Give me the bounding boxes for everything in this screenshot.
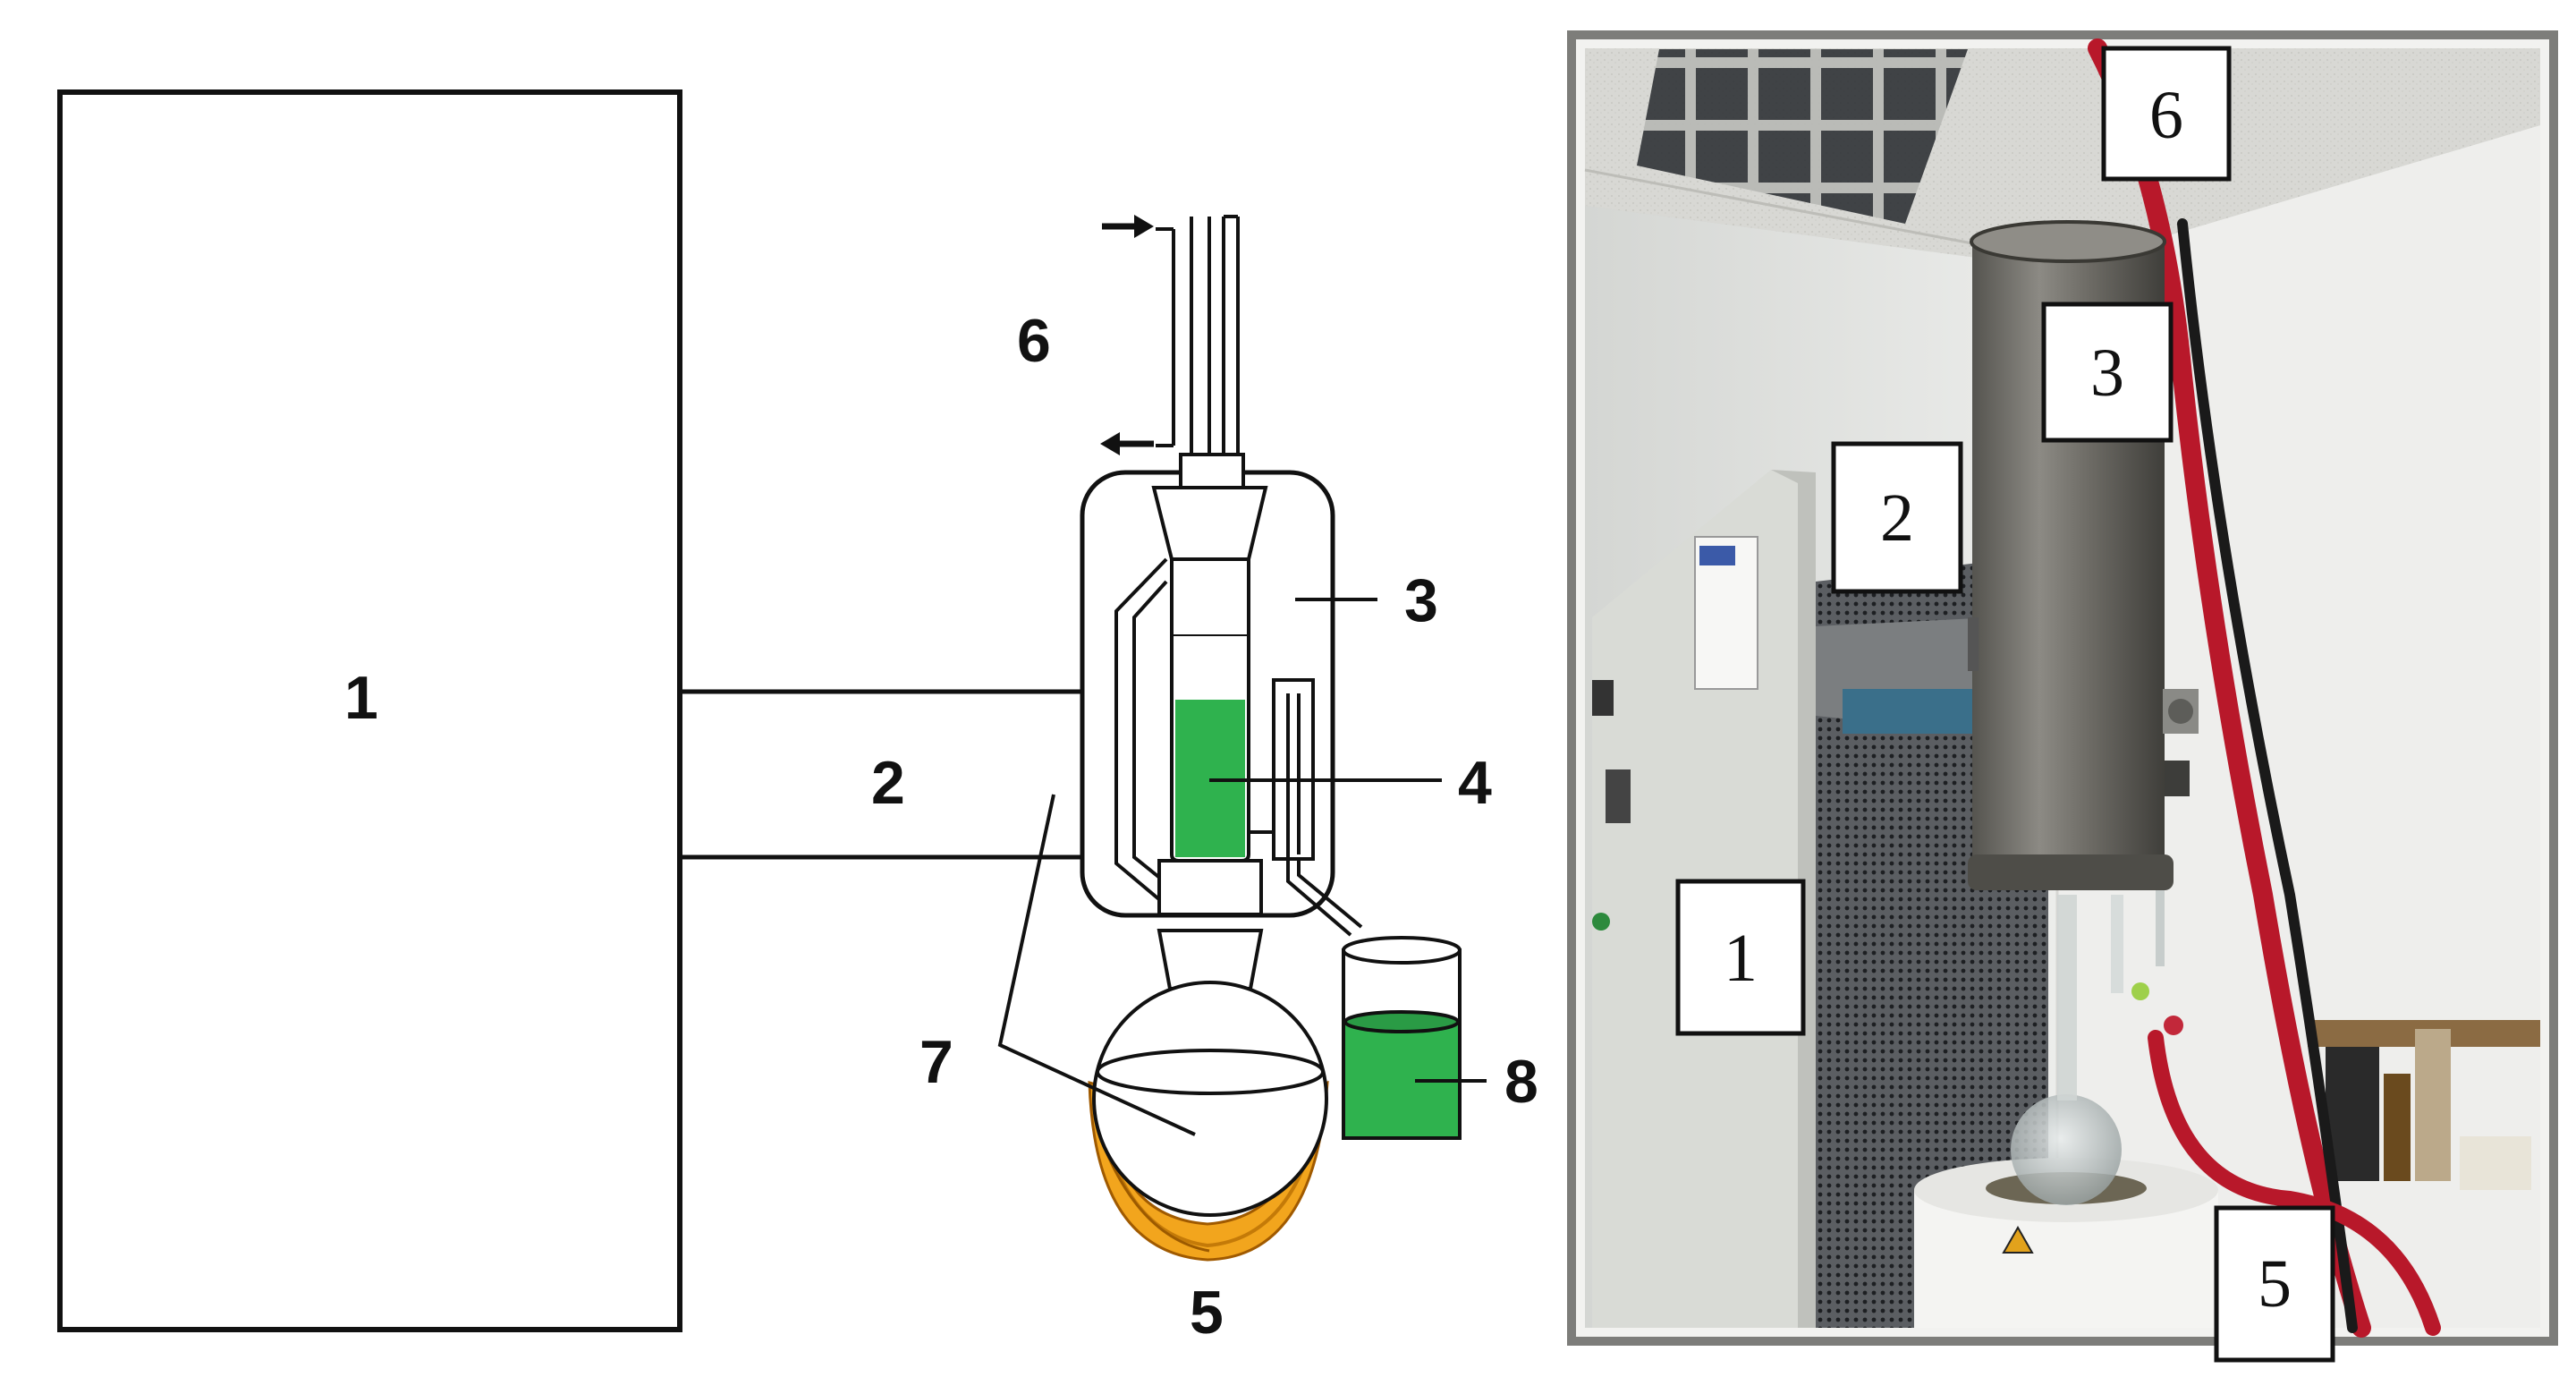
label-3-cavity: 3 — [1404, 566, 1438, 634]
sample-tube — [1170, 636, 1250, 863]
coolant-outlet-arrow — [1100, 432, 1154, 455]
photo-label-3: 3 — [2041, 302, 2174, 443]
label-8-beaker: 8 — [1504, 1048, 1538, 1116]
photo-label-6: 6 — [2101, 46, 2232, 182]
leader-lines — [997, 598, 1487, 1136]
label-7-flask: 7 — [919, 1028, 953, 1096]
side-arm — [1249, 678, 1363, 937]
waveguide — [680, 689, 1082, 860]
heating-mantle — [1088, 1080, 1329, 1262]
svg-text:3: 3 — [2090, 336, 2124, 411]
photo-label-5: 5 — [2214, 1205, 2335, 1363]
flask-neck — [1157, 859, 1264, 990]
svg-text:6: 6 — [2149, 78, 2183, 153]
generator-box — [57, 89, 682, 1332]
collection-beaker — [1342, 936, 1462, 1140]
label-4-sample: 4 — [1458, 749, 1492, 817]
svg-text:5: 5 — [2258, 1246, 2292, 1322]
photo-label-1: 1 — [1675, 879, 1806, 1036]
apparatus-photo: 6 3 2 1 5 — [1567, 30, 2558, 1363]
photo-cooling-hoses — [2088, 38, 2441, 1338]
label-6-condenser: 6 — [1017, 307, 1051, 375]
schematic-diagram: 1 2 3 4 5 6 7 8 — [57, 89, 1538, 1347]
photo-shelf-bottles — [2308, 1020, 2540, 1190]
label-1-generator: 1 — [344, 664, 378, 732]
photo-label-2: 2 — [1831, 441, 1963, 594]
ceiling-light-grille — [1637, 49, 1968, 224]
round-bottom-flask — [1092, 981, 1328, 1217]
svg-text:2: 2 — [1880, 480, 1914, 556]
top-adapter — [1151, 486, 1268, 638]
label-2-waveguide: 2 — [871, 749, 905, 817]
coolant-inlet-arrow — [1102, 215, 1154, 238]
condenser — [1156, 215, 1245, 489]
label-5-mantle: 5 — [1190, 1279, 1224, 1347]
svg-text:1: 1 — [1724, 921, 1758, 996]
